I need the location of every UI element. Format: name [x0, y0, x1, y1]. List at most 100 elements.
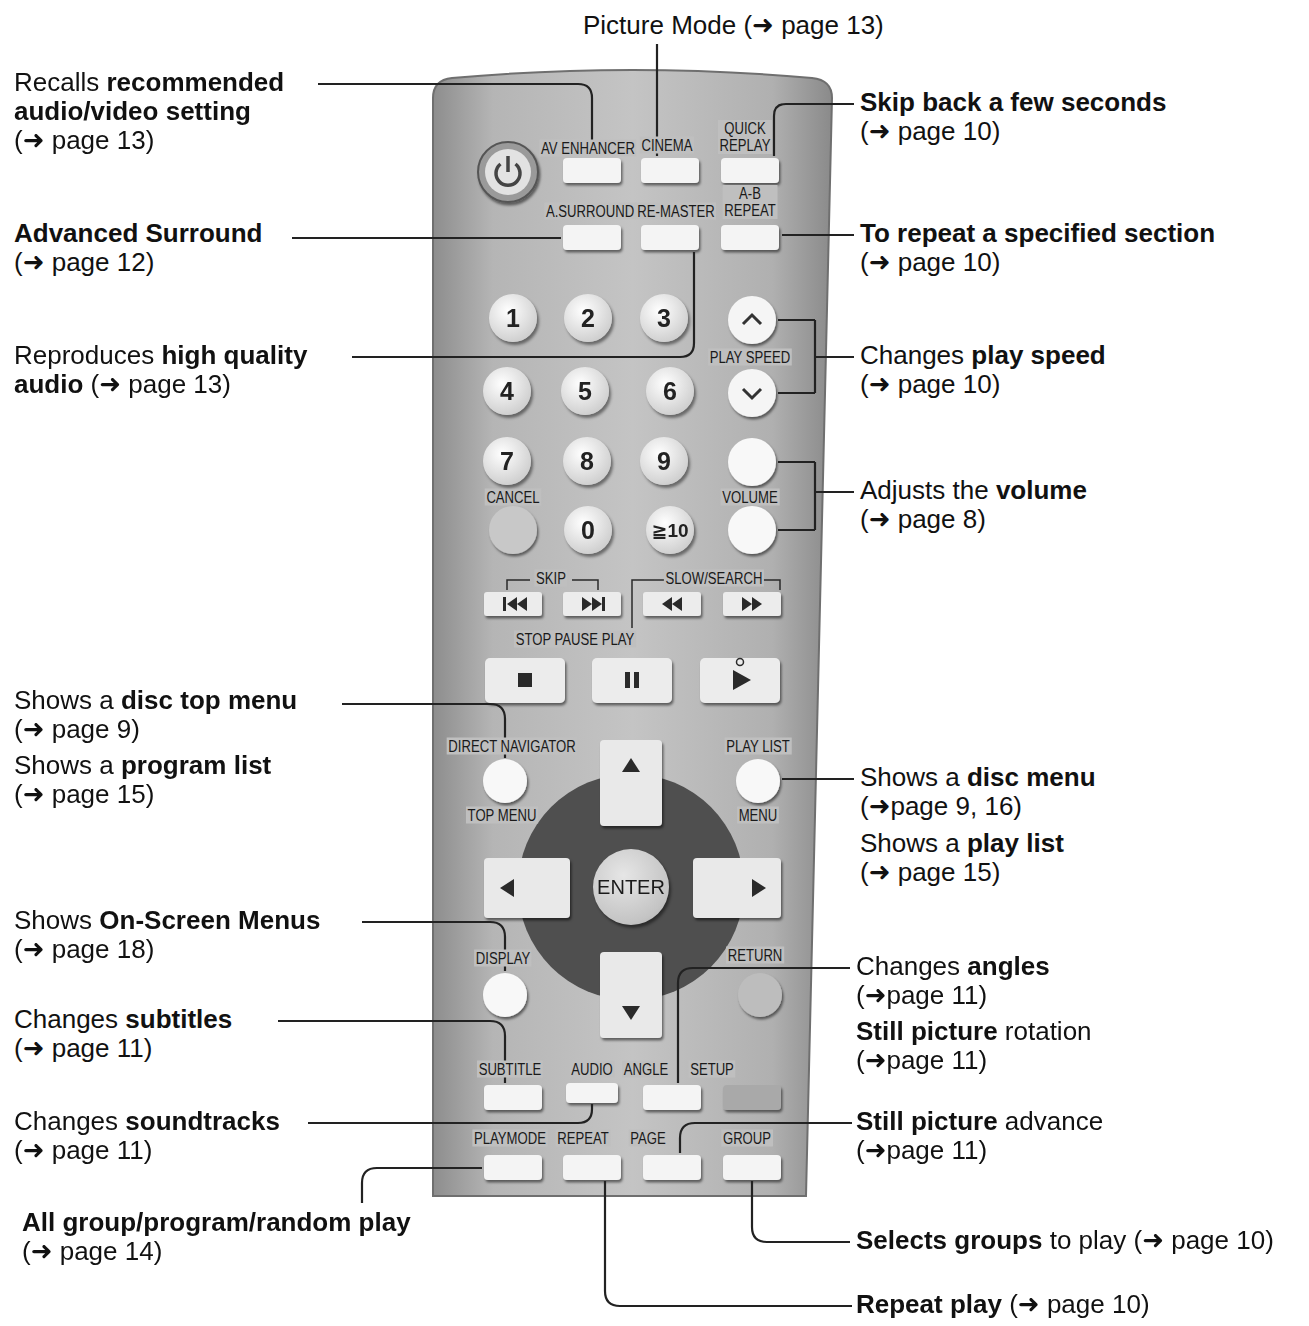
button: [641, 158, 699, 183]
callout-text: Changes soundtracks(➜ page 11): [14, 1107, 280, 1165]
bold-text: volume: [996, 475, 1087, 505]
button-symbols: [496, 156, 766, 1020]
key-label: 9: [657, 447, 671, 476]
button-label: TOP MENU: [466, 807, 538, 824]
button-label: REPEAT: [556, 1130, 611, 1147]
leader-line: [605, 1181, 852, 1306]
button-label: SETUP: [688, 1061, 735, 1078]
bold-text: a: [982, 218, 996, 248]
skip-forward-symbol: [602, 597, 605, 611]
button: [563, 225, 621, 250]
button: [643, 592, 701, 616]
bold-text: picture: [911, 1016, 998, 1046]
button-key: ≧10: [646, 506, 694, 554]
callout-text: Still picture rotation(➜page 11): [856, 1017, 1092, 1075]
bold-text: Still: [856, 1016, 904, 1046]
button: [641, 225, 699, 250]
callout-text: Shows a disc top menu(➜ page 9): [14, 686, 297, 744]
button-label: RETURN: [726, 947, 784, 964]
button-label: PLAYMODE: [472, 1130, 547, 1147]
bold-text: soundtracks: [125, 1106, 280, 1136]
button: [738, 973, 782, 1017]
skip-forward-symbol: [592, 597, 602, 611]
pause-symbol: [625, 672, 630, 688]
bracket: [632, 580, 668, 628]
leader-line: [362, 1168, 482, 1203]
callout-text: Changes play speed(➜ page 10): [860, 341, 1106, 399]
bold-text: back: [922, 87, 981, 117]
bold-text: picture: [911, 1106, 998, 1136]
leader-line: [680, 1123, 852, 1153]
bold-text: top: [180, 685, 220, 715]
leader-line: [678, 968, 850, 1083]
leader-line: [292, 237, 561, 239]
power-button: [478, 142, 538, 202]
button-key: 6: [646, 367, 694, 415]
button: [723, 592, 781, 616]
bold-text: disc: [967, 762, 1019, 792]
skip-back-symbol: [507, 597, 517, 611]
bold-text: play: [950, 1289, 1002, 1319]
callout-text: Changes angles(➜page 11): [856, 952, 1050, 1010]
button-label: PLAY LIST: [725, 738, 792, 755]
skip-back-symbol: [517, 597, 527, 611]
button: [728, 438, 776, 486]
leader-lines: [278, 44, 854, 1306]
callout-text: Shows a disc menu(➜page 9, 16): [860, 763, 1096, 821]
button-label: QUICKREPLAY: [718, 120, 772, 154]
button: [563, 592, 621, 616]
key-label: 0: [581, 516, 595, 545]
callout-text: Changes subtitles(➜ page 11): [14, 1005, 232, 1063]
key-label: 3: [657, 304, 671, 333]
bold-text: list: [1026, 828, 1064, 858]
button-key: 7: [483, 437, 531, 485]
key-label: 5: [578, 377, 592, 406]
button-label: CANCEL: [485, 489, 542, 506]
key-label: 2: [581, 304, 595, 333]
button: [563, 158, 621, 183]
callout-text: Skip back a few seconds(➜ page 10): [860, 88, 1166, 146]
key-label: 6: [663, 377, 677, 406]
button-label: RE-MASTER: [636, 203, 717, 220]
bold-text: play: [967, 828, 1019, 858]
callout-text: Reproduces high qualityaudio (➜ page 13): [14, 341, 307, 399]
bold-text: Menus: [238, 905, 320, 935]
callout-text: To repeat a specified section(➜ page 10): [860, 219, 1215, 277]
power-symbol: [506, 156, 510, 172]
button: [721, 225, 779, 250]
bold-text: play: [971, 340, 1023, 370]
arrow-right-symbol: [752, 879, 766, 897]
bold-text: Skip: [860, 87, 915, 117]
bold-text: All: [22, 1207, 55, 1237]
callout-text: Shows a program list(➜ page 15): [14, 751, 271, 809]
bold-text: Surround: [146, 218, 263, 248]
button: [592, 658, 672, 703]
button: [484, 1085, 542, 1110]
bold-text: To: [860, 218, 890, 248]
button-label: STOP PAUSE PLAY: [514, 631, 636, 648]
bold-text: seconds: [1061, 87, 1167, 117]
arrow-key: [484, 858, 570, 918]
leader-line: [782, 778, 854, 780]
button-label: MENU: [737, 807, 779, 824]
button: [483, 973, 527, 1017]
pause-symbol: [634, 672, 639, 688]
bold-text: few: [1010, 87, 1053, 117]
arrow-down-symbol: [622, 1006, 640, 1020]
button: [563, 1155, 621, 1180]
bold-text: subtitles: [125, 1004, 232, 1034]
arrow-key: [600, 740, 662, 826]
forward-symbol: [742, 597, 752, 611]
button: [728, 506, 776, 554]
stop-symbol: [518, 673, 532, 687]
arrow-left-symbol: [500, 879, 514, 897]
bold-text: menu: [1026, 762, 1095, 792]
button-label: PLAY SPEED: [708, 349, 792, 366]
button: [484, 592, 542, 616]
button-key: 8: [563, 437, 611, 485]
arrow-up-symbol: [622, 758, 640, 772]
callout-text: Advanced Surround(➜ page 12): [14, 219, 263, 277]
forward-symbol: [752, 597, 762, 611]
bold-text: list: [234, 750, 272, 780]
rewind-symbol: [672, 597, 682, 611]
